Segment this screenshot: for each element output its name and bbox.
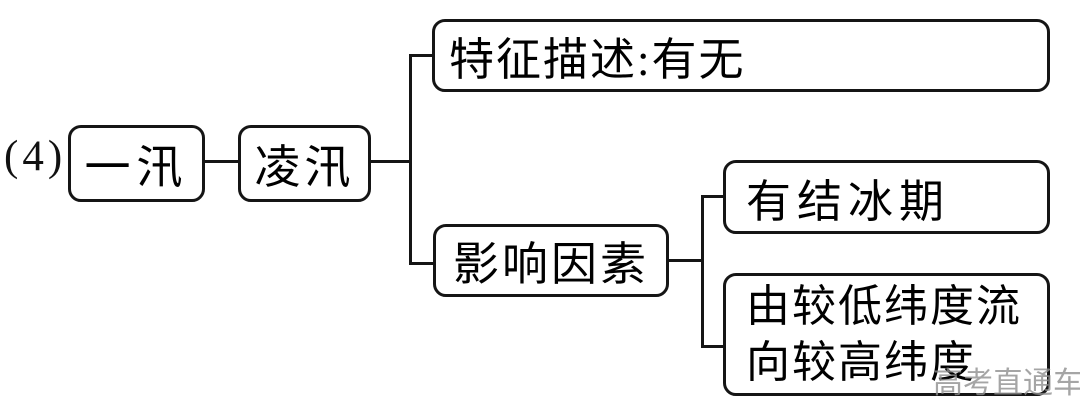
- edge-yixun-lingxun: [205, 160, 238, 163]
- edge-lingxun-branch: [371, 160, 411, 163]
- node-flow-direction-line2: 向较高纬度: [746, 337, 976, 387]
- node-freeze-period: 有结冰期: [723, 160, 1050, 234]
- node-flow-direction-line1: 由较低纬度流: [746, 281, 1022, 331]
- edge-branch2-to-flow: [703, 345, 723, 348]
- node-feature-description: 特征描述:有无: [432, 19, 1050, 92]
- node-freeze-period-label: 有结冰期: [746, 176, 951, 227]
- node-feature-description-label: 特征描述:有无: [449, 35, 746, 85]
- item-number-label: (4): [4, 133, 67, 180]
- node-influencing-factors: 影响因素: [433, 224, 669, 297]
- node-lingxun-label: 凌汛: [254, 141, 355, 193]
- edge-branch2-to-freeze: [703, 195, 723, 198]
- node-yixun: 一汛: [68, 125, 205, 202]
- edge-factors-branch: [669, 259, 703, 262]
- edge-branch1-to-factors: [411, 262, 433, 265]
- edge-branch2-vertical: [701, 195, 704, 348]
- edge-branch1-vertical: [409, 54, 412, 265]
- node-flow-direction: 由较低纬度流 向较高纬度: [723, 273, 1050, 396]
- node-influencing-factors-label: 影响因素: [453, 238, 649, 290]
- node-yixun-label: 一汛: [84, 141, 189, 193]
- watermark-text: 高考直通车: [933, 367, 1080, 400]
- edge-branch1-to-feature: [411, 54, 432, 57]
- node-lingxun: 凌汛: [238, 125, 371, 202]
